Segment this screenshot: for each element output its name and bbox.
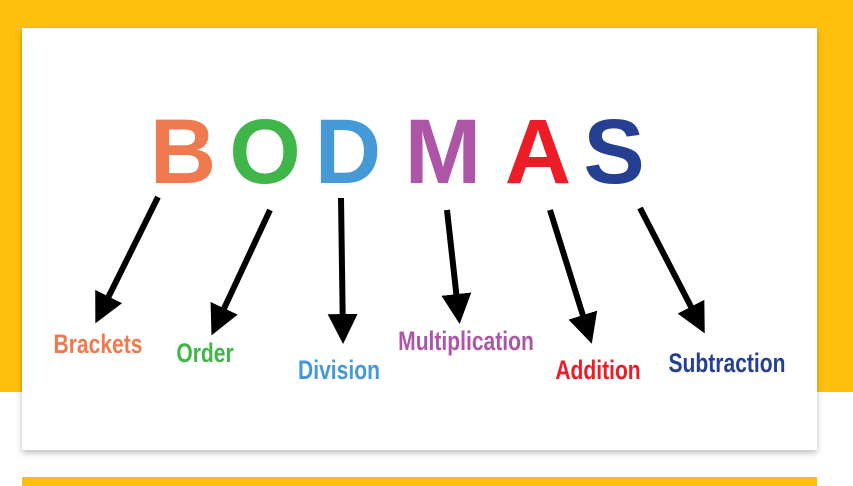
letter-s: S xyxy=(583,101,644,203)
letter-o: O xyxy=(229,101,301,203)
background-band-bottom xyxy=(22,477,817,486)
arrow-subtraction xyxy=(637,206,705,334)
arrow-order xyxy=(210,208,273,336)
letter-m: M xyxy=(405,101,482,203)
letter-b: B xyxy=(150,101,216,203)
term-subtraction: Subtraction xyxy=(669,349,786,379)
term-multiplication: Multiplication xyxy=(398,327,534,357)
diagram-card xyxy=(22,28,817,450)
letter-d: D xyxy=(315,101,381,203)
term-addition: Addition xyxy=(555,356,640,386)
term-brackets: Brackets xyxy=(54,330,143,360)
letter-a: A xyxy=(505,101,571,203)
term-division: Division xyxy=(298,356,380,386)
arrow-addition xyxy=(547,209,598,344)
arrow-division xyxy=(327,197,358,344)
arrow-brackets xyxy=(95,195,161,324)
term-order: Order xyxy=(176,339,234,369)
arrow-multiplication xyxy=(441,209,472,324)
